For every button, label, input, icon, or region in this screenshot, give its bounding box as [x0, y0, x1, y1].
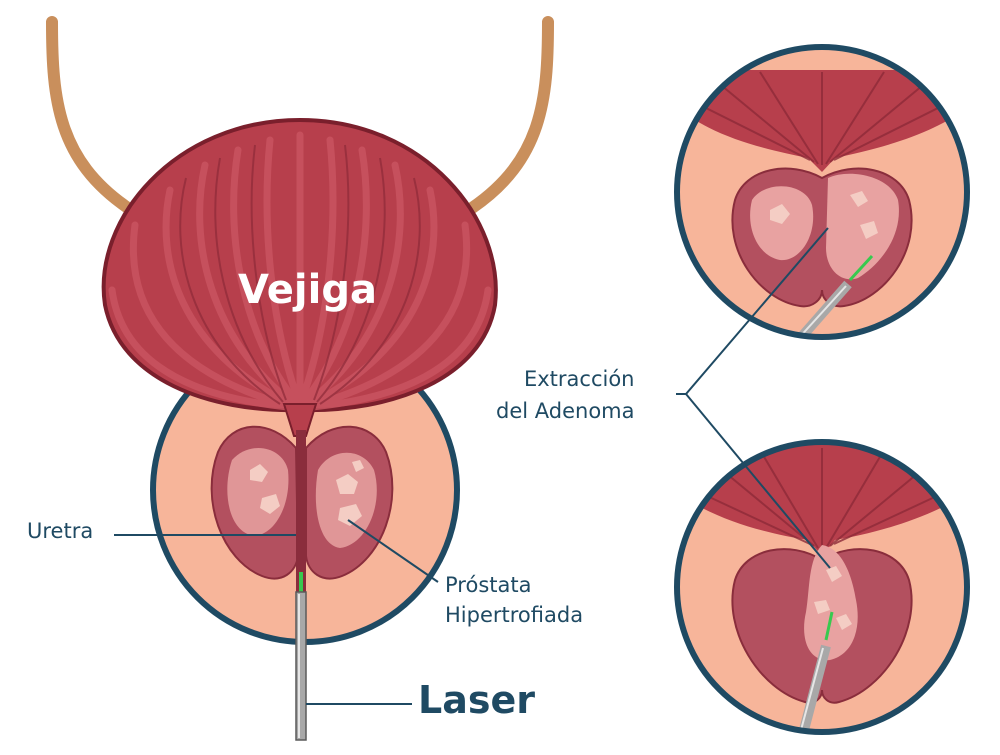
laser-label: Laser	[418, 678, 535, 722]
laser-fiber-tip	[299, 572, 303, 592]
extraction-label-line2: del Adenoma	[496, 399, 635, 423]
bladder-fold-shadows	[179, 144, 421, 405]
leader-lines	[114, 227, 831, 705]
bladder-label: Vejiga	[238, 267, 377, 313]
urethra	[296, 430, 306, 600]
extraction-label: Extracción del Adenoma	[496, 363, 635, 427]
inset-bottom	[674, 439, 970, 735]
laser-instrument	[295, 591, 307, 741]
inset-top-laser-tip	[848, 254, 874, 282]
inset-bottom-frame	[674, 439, 970, 735]
urethra-label: Uretra	[27, 519, 94, 543]
inset-bottom-adenoma	[804, 545, 858, 661]
inset-top-frame	[674, 44, 970, 340]
prostate-label-line1: Próstata	[445, 573, 532, 597]
adenoma-highlights	[250, 460, 364, 526]
right-ureter	[466, 16, 554, 214]
prostate-label: Próstata Hipertrofiada	[445, 570, 583, 630]
extraction-label-line1: Extracción	[523, 367, 635, 391]
main-anatomy	[46, 16, 554, 741]
prostata-leader	[347, 519, 439, 583]
inset-top	[674, 44, 970, 340]
prostate-label-line2: Hipertrofiada	[445, 603, 584, 627]
inset-bottom-laser-tip	[824, 611, 834, 641]
adenoma-tissue	[227, 447, 377, 548]
extraccion-leader-bottom	[685, 393, 831, 569]
inset-bottom-instrument	[799, 644, 831, 732]
left-ureter	[46, 16, 134, 214]
